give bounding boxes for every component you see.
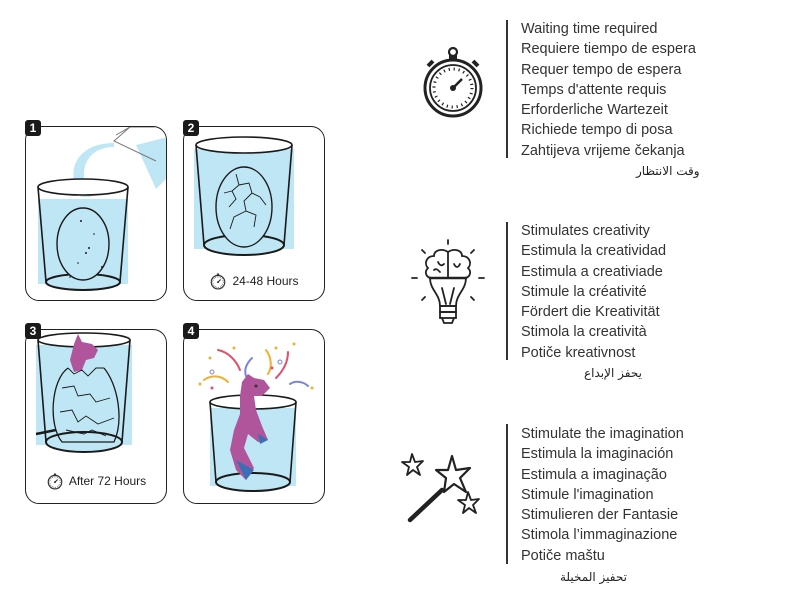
cracked-egg-illustration (194, 136, 294, 256)
confetti-dots (198, 342, 314, 390)
confetti (203, 349, 309, 387)
creature-body (230, 374, 270, 480)
pour-water-illustration (37, 127, 166, 291)
duration-label: After 72 Hours (68, 474, 147, 488)
feature-divider (506, 424, 508, 564)
feature-line-it: Stimola l’immaginazione (521, 527, 678, 544)
feature-text-block: Waiting time required Requiere tiempo de… (521, 19, 696, 161)
feature-line-hr: Potiče maštu (521, 547, 605, 564)
step-badge-1: 1 (25, 120, 41, 136)
feature-line-en: Stimulates creativity (521, 223, 650, 239)
feature-line-en: Stimulate the imagination (521, 426, 684, 442)
feature-line-ar: تحفيز المخيلة (560, 570, 627, 584)
stopwatch-icon (423, 46, 483, 118)
duration-label: 24-48 Hours (232, 274, 299, 288)
feature-line-es: Estimula la creatividad (521, 243, 667, 260)
hatching-egg-illustration (35, 332, 132, 453)
hatched-creature-illustration (198, 342, 314, 492)
magic-wand-icon (401, 453, 480, 523)
feature-line-it: Richiede tempo di posa (521, 122, 673, 139)
feature-divider (506, 20, 508, 158)
feature-line-fr: Stimule l'imagination (521, 486, 654, 503)
step-badge-3: 3 (25, 323, 41, 339)
creature-head (70, 334, 98, 372)
stopwatch-icon (47, 473, 63, 490)
feature-line-es: Estimula la imaginación (521, 446, 674, 463)
feature-line-it: Stimola la creatività (521, 324, 647, 341)
feature-divider (506, 222, 508, 360)
feature-line-ar: يحفز الإبداع (584, 366, 642, 380)
brain-lightbulb-icon (411, 239, 485, 324)
feature-line-pt: Requer tempo de espera (521, 61, 682, 78)
feature-text-block: Stimulates creativity Estimula la creati… (521, 221, 666, 363)
feature-line-de: Fördert die Kreativität (521, 304, 660, 321)
step-panel-2: 24-48 Hours (183, 126, 325, 301)
feature-line-pt: Estimula a creativiade (521, 263, 663, 280)
feature-line-fr: Temps d'attente requis (521, 81, 667, 98)
feature-line-de: Stimulieren der Fantasie (521, 507, 679, 524)
step-badge-2: 2 (183, 120, 199, 136)
feature-line-hr: Potiče kreativnost (521, 344, 636, 361)
feature-line-ar: وقت الانتظار (636, 164, 700, 178)
step-panel-3: After 72 Hours (25, 329, 167, 504)
step-panel-4 (183, 329, 325, 504)
feature-line-de: Erforderliche Wartezeit (521, 102, 668, 119)
feature-line-en: Waiting time required (521, 21, 658, 37)
feature-line-pt: Estimula a imaginação (521, 466, 667, 483)
step-2-caption: 24-48 Hours (184, 272, 324, 290)
stopwatch-icon (211, 273, 226, 290)
feature-line-es: Requiere tiempo de espera (521, 41, 696, 58)
egg-icon (56, 207, 110, 281)
feature-line-hr: Zahtijeva vrijeme čekanja (521, 142, 685, 159)
step-panel-1 (25, 126, 167, 301)
feature-line-fr: Stimule la créativité (521, 283, 647, 300)
step-badge-4: 4 (183, 323, 199, 339)
step-3-caption: After 72 Hours (26, 472, 166, 490)
feature-text-block: Stimulate the imagination Estimula la im… (521, 424, 684, 566)
